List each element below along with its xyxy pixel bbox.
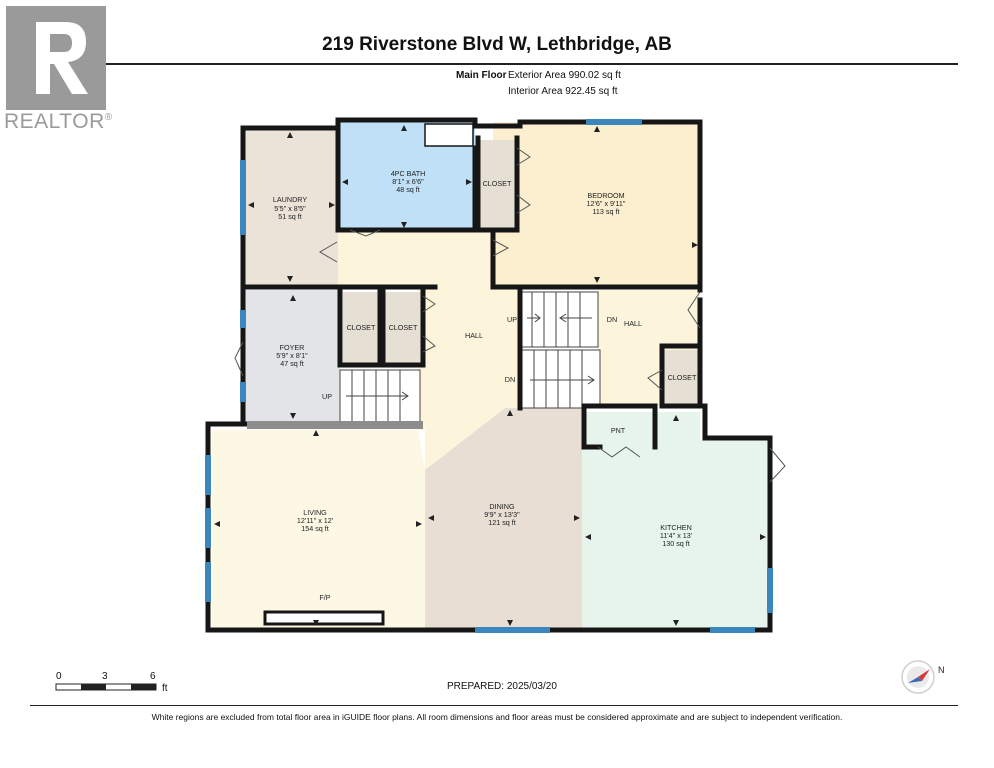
dining-area: 121 sq ft	[488, 518, 516, 527]
dining-dims: 9'9" x 13'3"	[484, 510, 520, 519]
pantry-label: PNT	[611, 426, 626, 435]
kitchen-area: 130 sq ft	[662, 539, 690, 548]
page-title: 219 Riverstone Blvd W, Lethbridge, AB	[322, 34, 672, 55]
hall-room	[338, 230, 520, 470]
bath-dims: 8'1" x 6'6"	[392, 177, 424, 186]
exterior-area: Exterior Area 990.02 sq ft	[508, 70, 621, 81]
scale-unit: ft	[162, 683, 168, 694]
laundry-room	[243, 130, 338, 285]
stairs-dn-label-upper: DN	[607, 315, 617, 324]
dining-name: DINING	[489, 502, 515, 511]
laundry-area: 51 sq ft	[278, 212, 302, 221]
realtor-wordmark: REALTOR®	[4, 110, 113, 133]
scale-tick-3: 3	[102, 671, 108, 682]
windows	[205, 119, 773, 633]
stairs-dn-label-lower: DN	[505, 375, 515, 384]
scale-tick-6: 6	[150, 671, 156, 682]
hall-closet	[664, 350, 700, 406]
bedroom-closet-room	[478, 140, 515, 230]
foyer-closet-label-2: CLOSET	[389, 323, 418, 332]
foyer-stairs	[339, 369, 421, 423]
compass-north-letter: N	[938, 665, 945, 675]
living-area: 154 sq ft	[301, 524, 329, 533]
disclaimer: White regions are excluded from total fl…	[151, 712, 843, 722]
stairs-up-label: UP	[507, 315, 517, 324]
prepared-date: PREPARED: 2025/03/20	[447, 681, 557, 692]
bedroom-name: BEDROOM	[587, 191, 624, 200]
living-dims: 12'11" x 12'	[297, 516, 334, 525]
foyer-area: 47 sq ft	[280, 359, 304, 368]
footer-divider	[30, 705, 958, 706]
hall-label: HALL	[465, 331, 483, 340]
fireplace	[263, 610, 385, 626]
kitchen-name: KITCHEN	[660, 523, 692, 532]
foyer-closet-label-1: CLOSET	[347, 323, 376, 332]
upper-stairs	[519, 291, 599, 348]
foyer-stairs-up-label: UP	[322, 392, 332, 401]
hall-closet-label: CLOSET	[668, 373, 697, 382]
living-room	[212, 430, 425, 628]
kitchen-room	[582, 412, 768, 628]
interior-area: Interior Area 922.45 sq ft	[508, 86, 618, 97]
doors	[234, 147, 786, 483]
dimension-arrows	[214, 125, 766, 626]
dining-room	[425, 408, 582, 628]
hall-right-label: HALL	[624, 319, 642, 328]
foyer-threshold	[247, 421, 423, 429]
compass-icon: N	[901, 660, 945, 694]
foyer-room	[243, 290, 340, 422]
bath-fixture	[424, 123, 474, 147]
bath-area: 48 sq ft	[396, 185, 420, 194]
kitchen-dims: 11'4" x 13'	[660, 531, 693, 540]
lower-stairs	[521, 349, 601, 409]
title-divider	[106, 63, 958, 65]
laundry-dims: 5'5" x 8'5"	[274, 204, 306, 213]
bath-name: 4PC BATH	[391, 169, 426, 178]
bedroom-area: 113 sq ft	[592, 207, 619, 216]
fireplace-label: F/P	[319, 593, 330, 602]
bedroom-dims: 12'6" x 9'11"	[587, 199, 626, 208]
foyer-dims: 5'9" x 8'1"	[276, 351, 308, 360]
floor-label: Main Floor	[456, 70, 507, 81]
scale-bar	[55, 683, 157, 691]
foyer-name: FOYER	[280, 343, 305, 352]
laundry-name: LAUNDRY	[273, 195, 307, 204]
scale-tick-0: 0	[56, 671, 62, 682]
bedroom-closet-label: CLOSET	[483, 179, 512, 188]
foyer-closet-1	[343, 292, 379, 364]
realtor-logo	[6, 6, 106, 110]
foyer-closet-2	[385, 292, 421, 364]
living-name: LIVING	[303, 508, 327, 517]
